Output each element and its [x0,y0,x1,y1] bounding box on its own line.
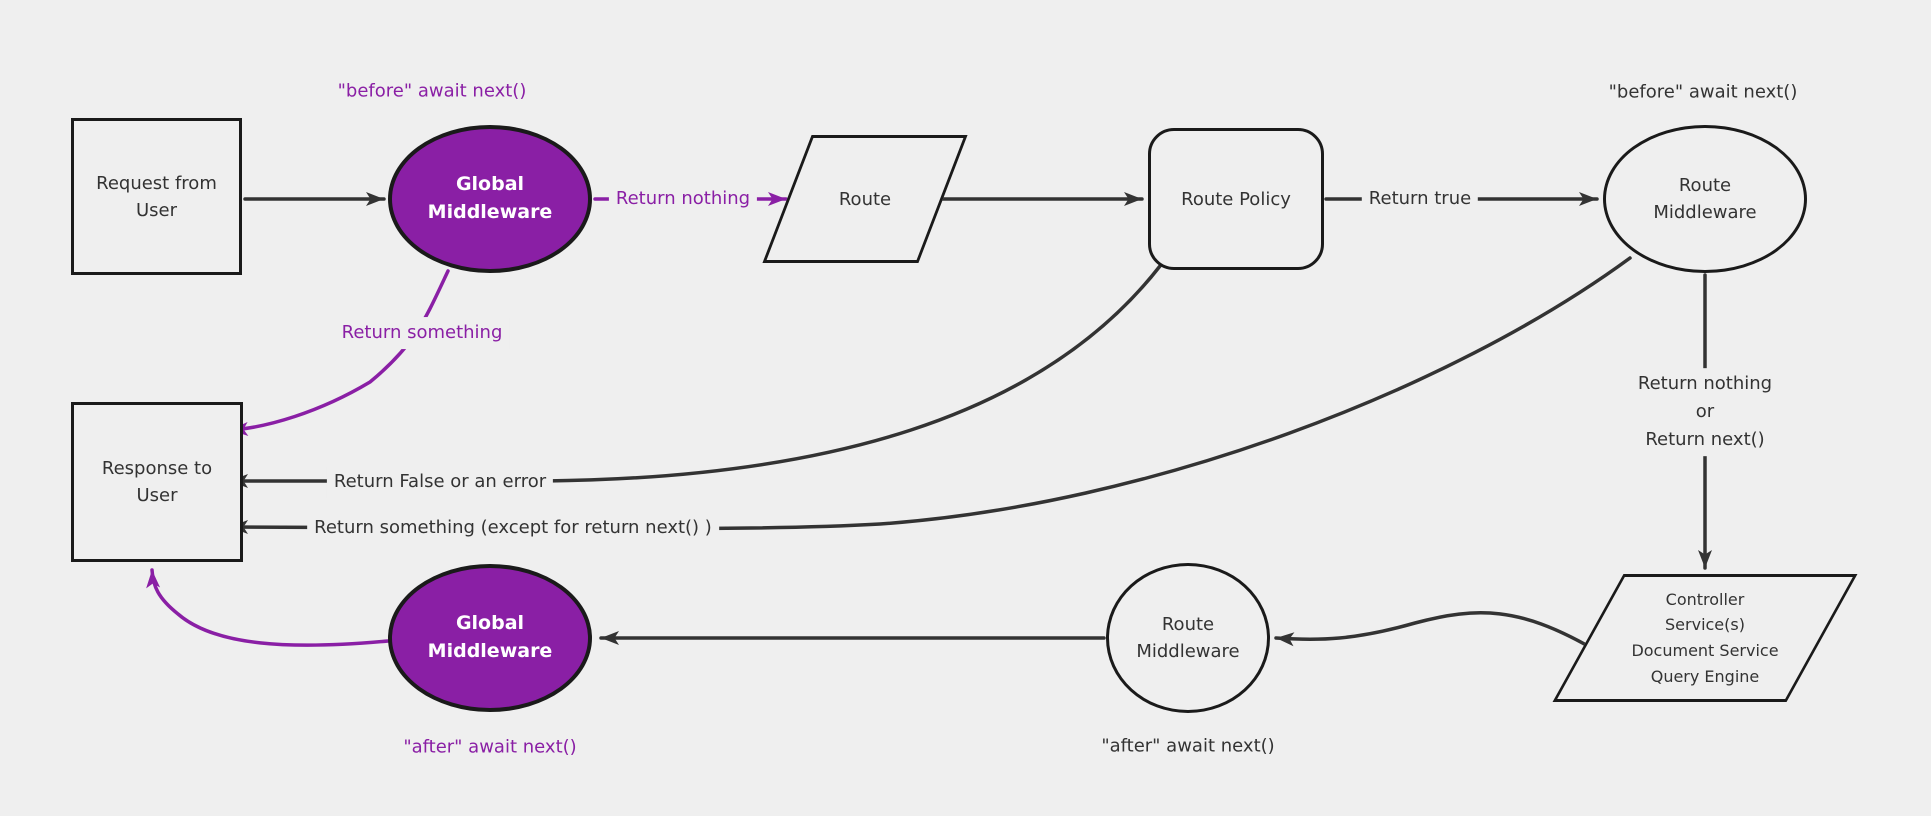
edge-label-return-true: Return true [1361,183,1479,215]
annotation-after-await-next-global: "after" await next() [403,736,577,758]
edge-label-return-false-or-error: Return False or an error [326,466,554,498]
route-middleware-bottom-node: Route Middleware [1106,563,1270,713]
edge-controller-to-route-middleware-bottom [1274,611,1590,648]
global-middleware-bottom-node: Global Middleware [388,564,592,712]
edge-global-middleware-bottom-to-response [146,568,390,647]
route-middleware-top-node: Route Middleware [1603,125,1807,273]
request-from-user-node: Request from User [71,118,242,275]
route-policy-node: Route Policy [1148,128,1324,270]
annotation-before-await-next-route: "before" await next() [1608,81,1798,103]
annotation-before-await-next-global: "before" await next() [337,80,527,102]
controller-node-label: Controller Service(s) Document Service Q… [1631,589,1779,686]
annotation-after-await-next-route: "after" await next() [1101,735,1275,757]
edge-label-return-something: Return something [334,317,510,349]
edge-label-return-nothing: Return nothing [608,183,758,215]
edge-route-policy-to-response [228,264,1162,488]
route-node-label: Route [838,188,892,210]
global-middleware-top-node: Global Middleware [388,125,592,273]
edge-label-return-something-except: Return something (except for return next… [307,512,719,544]
response-to-user-node: Response to User [71,402,243,562]
edge-label-return-nothing-or-next: Return nothing or Return next() [1630,368,1780,456]
edge-global-middleware-to-response [228,269,450,436]
